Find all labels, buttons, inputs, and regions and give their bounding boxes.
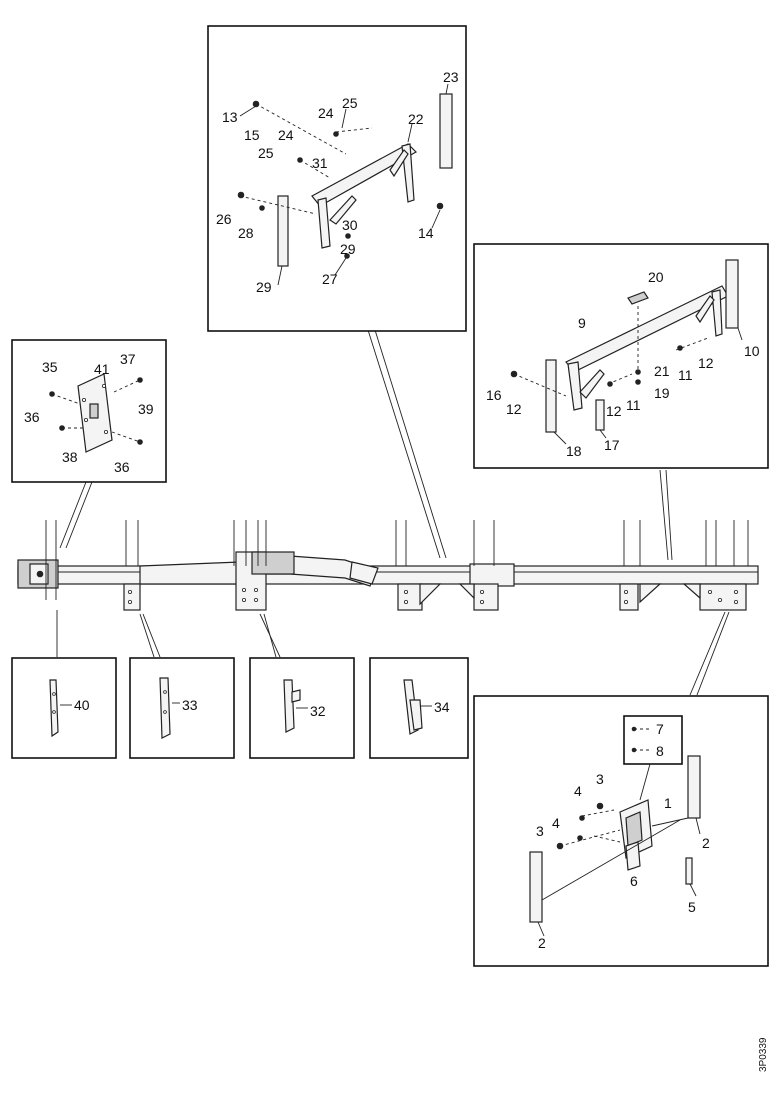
right-callout-12: 18 (566, 443, 582, 459)
right-detail-box: 20 9 10 12 11 21 16 12 12 11 19 18 17 (473, 243, 769, 469)
top-callout-6: 15 (244, 127, 260, 143)
bottom-callout-11: 2 (538, 935, 546, 951)
left-callout-1: 35 (42, 359, 58, 375)
frame-holes (127, 588, 739, 605)
top-callout-11: 28 (238, 225, 254, 241)
bottom-callout-8: 2 (702, 835, 710, 851)
top-callout-5: 22 (408, 111, 424, 127)
small-callout-3: 32 (310, 703, 326, 719)
right-callout-3: 10 (744, 343, 760, 359)
right-callout-7: 16 (486, 387, 502, 403)
top-callout-12: 30 (342, 217, 358, 233)
small-part-box-32: 32 (249, 657, 355, 759)
bottom-callout-2: 8 (656, 743, 664, 759)
top-callout-9: 31 (312, 155, 328, 171)
top-callout-7: 24 (278, 127, 294, 143)
detail-leaders (56, 329, 730, 696)
right-callout-8: 12 (506, 401, 522, 417)
top-callout-10: 26 (216, 211, 232, 227)
left-callout-7: 36 (114, 459, 130, 475)
cross-members (123, 520, 749, 611)
top-callout-2: 13 (222, 109, 238, 125)
bottom-callout-9: 6 (630, 873, 638, 889)
right-callout-2: 9 (578, 315, 586, 331)
right-callout-10: 11 (626, 397, 641, 413)
right-callout-9: 12 (606, 403, 622, 419)
left-callout-2: 41 (94, 361, 110, 377)
top-callout-16: 27 (322, 271, 338, 287)
left-callout-5: 39 (138, 401, 154, 417)
bottom-callout-5: 1 (664, 795, 672, 811)
top-callout-8: 25 (258, 145, 274, 161)
right-callout-13: 17 (604, 437, 620, 453)
small-part-box-33: 33 (129, 657, 235, 759)
bottom-callout-7: 4 (552, 815, 560, 831)
top-callout-3: 24 (318, 105, 334, 121)
right-callout-11: 19 (654, 385, 670, 401)
right-callout-4: 12 (698, 355, 714, 371)
bottom-callout-6: 3 (536, 823, 544, 839)
left-callout-3: 37 (120, 351, 136, 367)
small-callout-2: 33 (182, 697, 198, 713)
bottom-detail-box: 7 8 4 3 1 3 4 2 6 5 2 (473, 695, 769, 967)
main-frame-assembly (17, 520, 759, 611)
left-callout-4: 36 (24, 409, 40, 425)
right-callout-5: 11 (678, 367, 693, 383)
bottom-callout-1: 7 (656, 721, 664, 737)
small-callout-4: 34 (434, 699, 450, 715)
top-callout-15: 29 (256, 279, 272, 295)
document-number: 3P0339 (758, 1037, 769, 1072)
left-callout-6: 38 (62, 449, 78, 465)
right-callout-1: 20 (648, 269, 664, 285)
bottom-callout-4: 3 (596, 771, 604, 787)
bottom-callout-3: 4 (574, 783, 582, 799)
small-part-box-40: 40 (11, 657, 117, 759)
top-callout-13: 14 (418, 225, 434, 241)
top-callout-1: 23 (443, 69, 459, 85)
top-callout-4: 25 (342, 95, 358, 111)
small-callout-1: 40 (74, 697, 90, 713)
top-detail-box: 23 13 24 25 22 15 24 25 31 26 28 30 14 2… (207, 25, 467, 332)
left-detail-box: 35 41 37 36 39 38 36 (11, 339, 167, 483)
top-callout-14: 29 (340, 241, 356, 257)
right-callout-6: 21 (654, 363, 670, 379)
small-part-box-34: 34 (369, 657, 469, 759)
bottom-callout-10: 5 (688, 899, 696, 915)
